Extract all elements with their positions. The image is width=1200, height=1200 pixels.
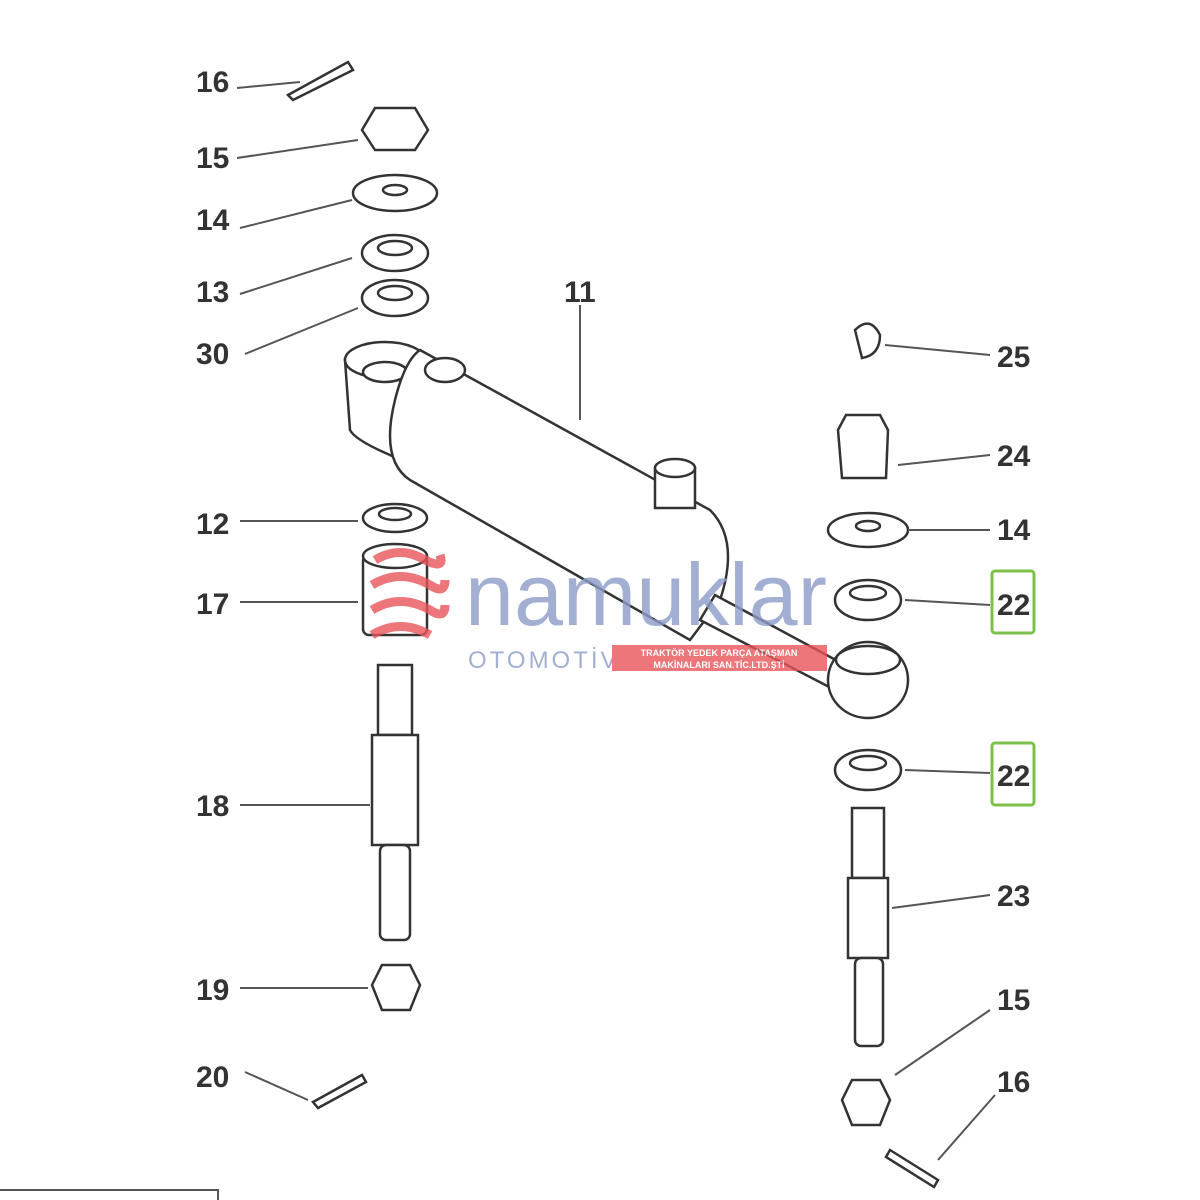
- callout-23: 23: [997, 880, 1030, 913]
- callout-20: 20: [196, 1061, 229, 1094]
- watermark-logo: namuklar OTOMOTİV TRAKTÖR YEDEK PARÇA AT…: [369, 545, 827, 674]
- logo-mark-icon: [369, 548, 450, 639]
- callout-18: 18: [196, 790, 229, 823]
- highlight-box-22: [990, 741, 1036, 807]
- callout-14: 14: [196, 204, 230, 237]
- callout-25: 25: [997, 341, 1030, 374]
- callout-17: 17: [196, 588, 229, 621]
- callout-22: 22: [997, 589, 1030, 622]
- callout-13: 13: [196, 276, 229, 309]
- callout-15: 15: [196, 142, 229, 175]
- watermark-band-line2: MAKİNALARI SAN.TİC.LTD.ŞTİ: [653, 660, 784, 670]
- callout-19: 19: [196, 974, 229, 1007]
- callout-22: 22: [997, 760, 1030, 793]
- highlight-box-22: [990, 569, 1036, 635]
- callout-16: 16: [997, 1066, 1030, 1099]
- callout-15: 15: [997, 984, 1030, 1017]
- callout-14: 14: [997, 514, 1031, 547]
- callout-30: 30: [196, 338, 229, 371]
- callout-12: 12: [196, 508, 229, 541]
- watermark-sub: OTOMOTİV: [468, 647, 620, 674]
- callout-11: 11: [564, 276, 596, 309]
- watermark-band-line1: TRAKTÖR YEDEK PARÇA ATAŞMAN: [641, 648, 798, 658]
- callout-16: 16: [196, 66, 229, 99]
- right-stack-parts: [826, 322, 940, 1189]
- frame-corner: [0, 1189, 219, 1200]
- left-stack-parts: [285, 60, 439, 1110]
- watermark-brand: namuklar: [465, 545, 827, 644]
- callout-24: 24: [997, 440, 1031, 473]
- leader-lines: [236, 81, 996, 1161]
